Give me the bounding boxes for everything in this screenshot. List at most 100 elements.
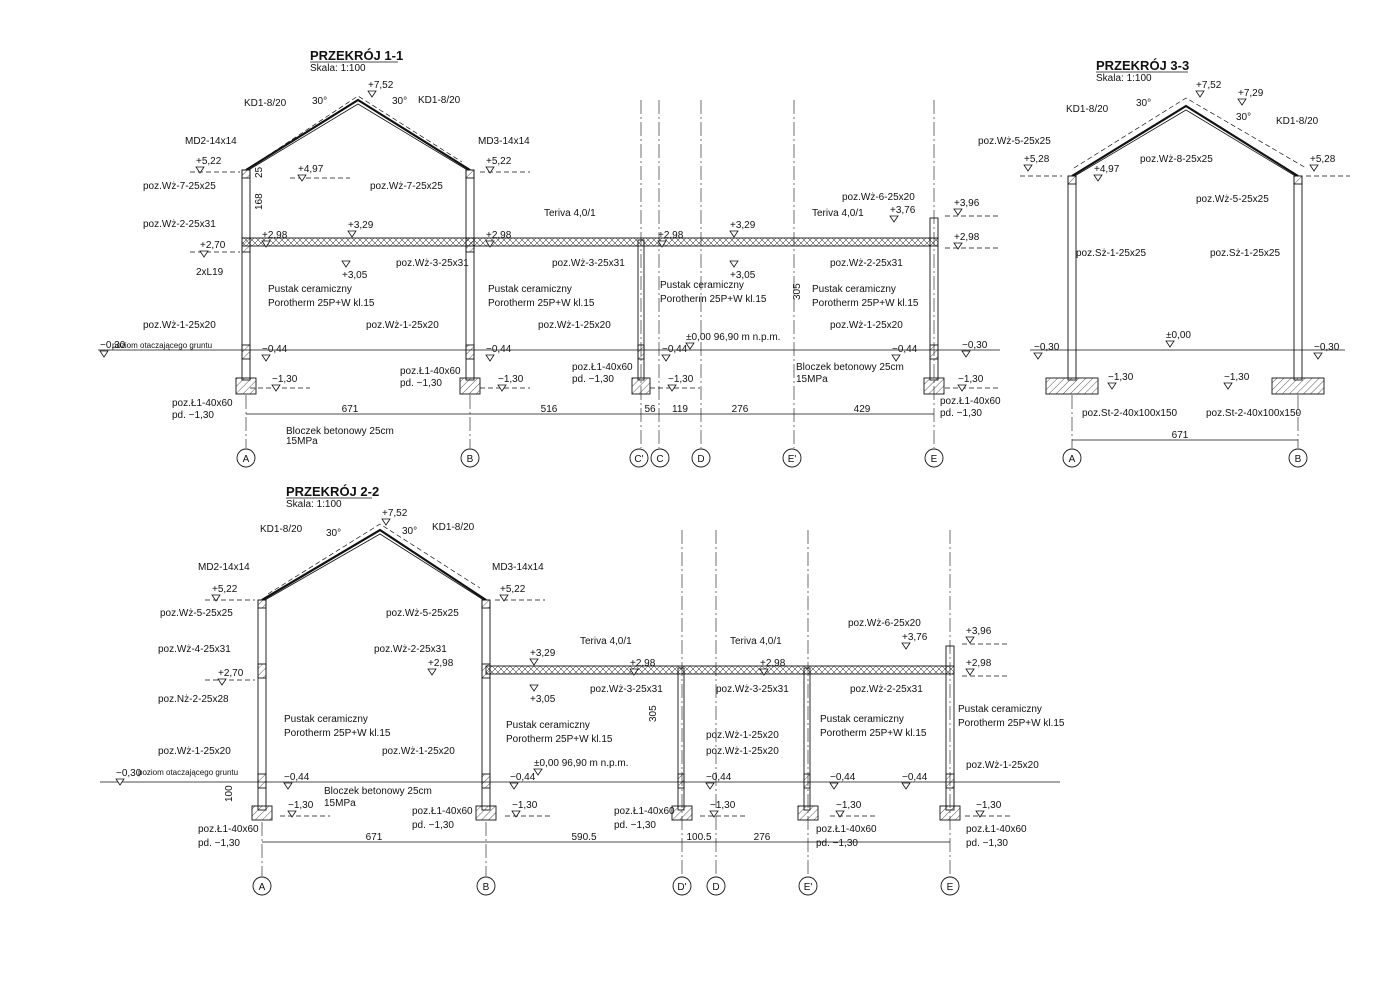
roof-outline (1071, 104, 1299, 177)
level-label: +3,29 (348, 220, 374, 231)
annotation-label: 15MPa (324, 798, 356, 809)
annotation-label: poz.Wż-1-25x20 (706, 730, 779, 741)
level-marker-icon (709, 810, 719, 818)
level-marker-icon (271, 384, 281, 392)
level-label: −0,30 (100, 340, 126, 351)
annotation-label: Porotherm 25P+W kl.15 (812, 298, 919, 309)
level-marker-icon (961, 350, 971, 358)
level-marker-icon (661, 354, 671, 362)
axis-marker (924, 448, 944, 468)
dimension-label: 119 (672, 404, 688, 415)
axis-label: E (931, 454, 938, 465)
roof-inner-line (1067, 109, 1303, 181)
axis-marker (476, 876, 496, 896)
annotation-label: Pustak ceramiczny (506, 720, 590, 731)
annotation-label: poz.Ł1-40x60 (816, 824, 877, 835)
axis-marker (650, 448, 670, 468)
level-marker-icon (1107, 382, 1117, 390)
dimension-label: 429 (854, 404, 871, 415)
level-label: +3,76 (890, 205, 916, 216)
section-scale: Skala: 1:100 (1096, 73, 1152, 84)
ceiling-slab (485, 665, 955, 675)
annotation-label: poz.St-2-40x100x150 (1082, 408, 1178, 419)
dimension-label: 516 (541, 404, 558, 415)
ring-beam-a (1067, 175, 1077, 185)
annotation-label: Pustak ceramiczny (284, 714, 368, 725)
ring-beam-b (481, 599, 491, 609)
axis-marker (691, 448, 711, 468)
level-label: −1,30 (288, 800, 314, 811)
annotation-label: Teriva 4,0/1 (730, 636, 782, 647)
dimension-label: 671 (366, 832, 383, 843)
level-label: −1,30 (512, 800, 538, 811)
level-label: −0,44 (486, 344, 512, 355)
ground-level-label: poziom otaczającego gruntu (138, 768, 238, 777)
annotation-label: 30° (402, 526, 417, 537)
annotation-label: poz.Wż-2-25x31 (374, 644, 447, 655)
level-marker-icon (629, 668, 639, 676)
level-label: +2,70 (200, 240, 226, 251)
level-label: −1,30 (958, 374, 984, 385)
annotation-label: KD1-8/20 (432, 522, 475, 533)
axis-marker (798, 876, 818, 896)
level-label: −0,30 (1314, 342, 1340, 353)
annotation-label: poz.Wż-3-25x31 (552, 258, 625, 269)
annotation-label: poz.Wż-5-25x25 (386, 608, 459, 619)
annotation-label: poz.Ł1-40x60 (172, 398, 233, 409)
level-label: −1,30 (498, 374, 524, 385)
annotation-label: poz.Ł1-40x60 (412, 806, 473, 817)
dimension-label: 276 (732, 404, 749, 415)
annotation-label: Porotherm 25P+W kl.15 (284, 728, 391, 739)
level-marker-icon (889, 215, 899, 223)
level-label: −0,30 (962, 340, 988, 351)
level-label: +2,98 (428, 658, 454, 669)
annotation-label: poz.Wż-7-25x25 (370, 181, 443, 192)
level-label: −0,44 (662, 344, 688, 355)
axis-marker (672, 876, 692, 896)
ring-beam-b (465, 169, 475, 179)
ring-beam-a (257, 599, 267, 609)
level-label: −1,30 (710, 800, 736, 811)
annotation-label: Bloczek betonowy 25cm (796, 362, 904, 373)
level-label: −0,44 (284, 772, 310, 783)
annotation-label: poz.Wż-5-25x25 (160, 608, 233, 619)
footing-wall-b (465, 344, 475, 360)
level-label: −1,30 (1108, 372, 1134, 383)
level-label: +7,52 (1196, 80, 1222, 91)
section-scale: Skala: 1:100 (310, 63, 366, 74)
level-label: +2,98 (486, 230, 512, 241)
axis-label: B (1295, 454, 1302, 465)
footing-b (459, 377, 481, 395)
annotation-label: Bloczek betonowy 25cm (286, 426, 394, 437)
level-marker-icon (427, 668, 437, 676)
level-label: −0,44 (510, 772, 536, 783)
level-marker-icon (115, 778, 125, 786)
axis-label: B (483, 882, 490, 893)
annotation-label: pd. −1,30 (966, 838, 1008, 849)
roof-outline (261, 528, 487, 601)
footing-b (1271, 377, 1325, 395)
annotation-label: Pustak ceramiczny (958, 704, 1042, 715)
footing-wall-b (481, 773, 491, 789)
section-scale: Skala: 1:100 (286, 499, 342, 510)
level-marker-icon (975, 810, 985, 818)
annotation-label: poz.Wż-2-25x31 (830, 258, 903, 269)
ceiling-slab (241, 237, 939, 247)
annotation-label: poz.Wż-1-25x20 (382, 746, 455, 757)
level-marker-icon (529, 658, 539, 666)
level-marker-icon (99, 350, 109, 358)
annotation-label: poz.Sż-1-25x25 (1210, 248, 1280, 259)
annotation-label: Porotherm 25P+W kl.15 (958, 718, 1065, 729)
level-marker-icon (297, 174, 307, 182)
level-marker-icon (283, 782, 293, 790)
annotation-label: poz.Ł1-40x60 (940, 396, 1001, 407)
level-marker-icon (261, 354, 271, 362)
annotation-label: poz.Ł1-40x60 (198, 824, 259, 835)
axis-marker (940, 876, 960, 896)
annotation-label: Pustak ceramiczny (812, 284, 896, 295)
axis-label: B (467, 454, 474, 465)
level-label: +2,98 (262, 230, 288, 241)
annotation-label: poz.Wż-1-25x20 (830, 320, 903, 331)
level-marker-icon (957, 384, 967, 392)
